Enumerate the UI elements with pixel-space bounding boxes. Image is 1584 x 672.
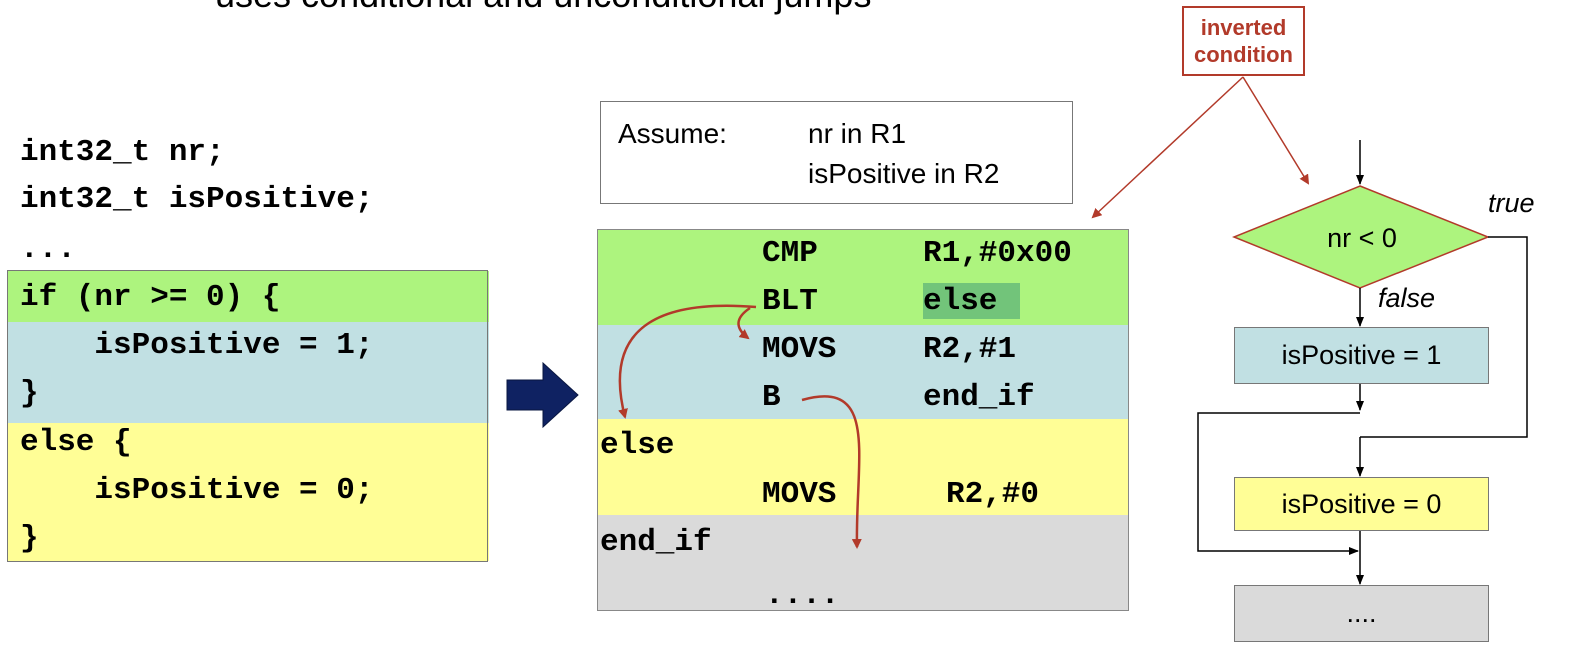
code-line-then-body: isPositive = 1; [20,328,374,363]
code-line-then-close: } [20,376,39,411]
flow-skip-branch [1197,412,1360,555]
code-then-region [7,322,489,423]
code-box-frame [7,270,488,562]
inverted-pointer-to-flow [1242,76,1310,185]
translate-arrow-icon [506,361,579,429]
else-target-highlight [923,283,1020,319]
asm-label-end-if: end_if [600,525,712,560]
code-line-if: if (nr >= 0) { [20,280,281,315]
asm-op-blt: BLT [762,284,818,319]
asm-label-else: else [600,428,675,463]
flow-decision-text: nr < 0 [1327,223,1397,253]
asm-op-movs-2: MOVS [762,477,837,512]
asm-end-region [597,515,1129,610]
assume-line-2: isPositive in R2 [808,158,1000,189]
asm-op-cmp: CMP [762,236,818,271]
asm-arg-movs-2: R2,#0 [946,477,1040,512]
assume-label: Assume: [618,118,727,149]
inverted-note-line-1: inverted [1200,15,1287,40]
code-line-decl-nr: int32_t nr; [20,135,225,170]
flow-true-branch [1360,236,1528,438]
assume-box [600,101,1073,204]
code-line-else-close: } [20,521,39,556]
flow-box-ispositive-1: isPositive = 1 [1234,327,1489,384]
flow-box-continue: .... [1234,585,1489,642]
inverted-condition-note: inverted condition [1182,6,1305,76]
asm-else-region [597,419,1129,515]
asm-ellipsis: .... [765,578,840,613]
asm-arg-cmp: R1,#0x00 [923,236,1072,271]
flow-true-label: true [1488,188,1535,218]
code-line-else-body: isPositive = 0; [20,473,374,508]
asm-box-frame [597,229,1129,611]
asm-arg-blt: else [923,284,998,319]
asm-op-movs-1: MOVS [762,332,837,367]
flow-false-label: false [1378,283,1436,313]
blt-jump-arrow [618,304,757,419]
blt-fallthrough-arrow [737,306,751,340]
inverted-pointer-to-asm [1091,76,1244,219]
code-else-region [7,423,489,561]
asm-arg-movs-1: R2,#1 [923,332,1017,367]
asm-arg-b: end_if [923,380,1035,415]
code-line-else: else { [20,425,132,460]
asm-op-b: B [762,380,781,415]
assume-line-1: nr in R1 [808,118,907,149]
code-line-ellipsis: ... [20,232,76,267]
code-line-decl-ispositive: int32_t isPositive; [20,182,374,217]
flow-box-ispositive-0: isPositive = 0 [1234,477,1489,531]
slide-title: uses conditional and unconditional jumps [0,0,1584,16]
code-if-region [7,271,489,322]
inverted-note-line-2: condition [1194,42,1293,67]
asm-then-region [597,325,1129,419]
b-jump-arrow [801,395,862,549]
